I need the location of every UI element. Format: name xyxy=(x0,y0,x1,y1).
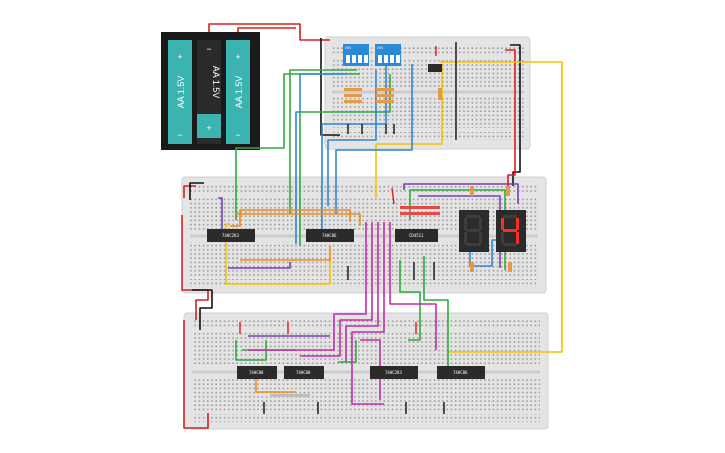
battery-cell-3-sign-bottom: − xyxy=(235,130,240,140)
battery-cell-2-label: AA 1.5V xyxy=(211,66,221,99)
battery-pack[interactable]: AA 1.5V + − AA 1.5V − + AA 1.5V + − xyxy=(161,32,260,150)
magenta-wire-4[interactable] xyxy=(351,222,385,405)
battery-positive-wire[interactable] xyxy=(208,23,330,41)
chip-74hc283-bottom[interactable]: 74HC283 xyxy=(370,366,418,379)
dip-switch-1-label: ON xyxy=(345,45,351,50)
yellow-signal-wire[interactable] xyxy=(440,61,563,353)
magenta-wire-6[interactable] xyxy=(360,339,381,400)
battery-cell-3: AA 1.5V + − xyxy=(226,40,250,144)
dip-switch-2[interactable]: ON xyxy=(375,44,401,66)
power-link-wire[interactable] xyxy=(505,49,516,186)
chip-label: 74HC283 xyxy=(222,233,239,238)
orange-bottom-wire[interactable] xyxy=(255,376,296,393)
magenta-wire-5[interactable] xyxy=(389,222,437,350)
chip-cd4511[interactable]: CD4511 xyxy=(395,229,438,242)
seven-segment-display-left xyxy=(459,210,489,252)
chip-74hc86-bottom[interactable]: 74HC86 xyxy=(437,366,485,379)
left-power-rail-wire[interactable] xyxy=(181,185,209,429)
yellow-chip-wire[interactable] xyxy=(225,223,331,285)
yellow-signal-wire-2[interactable] xyxy=(375,66,443,198)
blue-switch-wire-1[interactable] xyxy=(295,73,347,244)
orange-wire-3[interactable] xyxy=(240,246,331,261)
chip-label: 74HC86 xyxy=(453,370,468,375)
dip-switch-1[interactable]: ON xyxy=(343,44,369,66)
chip-label: 74HC08 xyxy=(249,370,264,375)
chip-label: 74HC08 xyxy=(296,370,311,375)
seven-segment-display-right xyxy=(496,210,526,252)
chip-label: 74HC86 xyxy=(322,233,337,238)
dip-switch-2-label: ON xyxy=(377,45,383,50)
battery-cell-2: AA 1.5V − + xyxy=(197,40,221,144)
chip-74hc08-bottom-1[interactable]: 74HC08 xyxy=(237,366,277,379)
battery-cell-2-sign: − xyxy=(206,44,211,54)
orange-wire-1[interactable] xyxy=(236,213,361,226)
jumper-stubs xyxy=(239,42,457,414)
battery-cell-3-label: AA 1.5V xyxy=(234,76,244,109)
green-link-wire-2[interactable] xyxy=(423,256,449,370)
magenta-wire-2[interactable] xyxy=(300,222,373,357)
green-switch-wire-1[interactable] xyxy=(289,69,357,214)
display-left-segments xyxy=(464,215,482,246)
chip-label: 74HC283 xyxy=(385,370,402,375)
blue-display-wire[interactable] xyxy=(469,226,498,267)
battery-cell-1: AA 1.5V + − xyxy=(168,40,192,144)
resistors xyxy=(270,88,512,397)
battery-cell-3-sign: + xyxy=(235,52,240,62)
purple-display-wire[interactable] xyxy=(403,183,519,204)
battery-lead-wire[interactable] xyxy=(237,27,296,32)
breadboard-bottom xyxy=(183,312,549,430)
battery-cell-1-label: AA 1.5V xyxy=(176,76,186,109)
battery-cell-1-sign-bottom: − xyxy=(177,130,182,140)
chip-label: CD4511 xyxy=(409,233,424,238)
display-right-segments xyxy=(501,215,519,246)
push-button[interactable] xyxy=(428,64,442,72)
green-switch-wire-3[interactable] xyxy=(299,74,391,246)
left-ground-rail-wire[interactable] xyxy=(189,182,213,330)
blue-switch-wire-3[interactable] xyxy=(327,70,377,206)
orange-wire-2[interactable] xyxy=(230,209,351,227)
purple-wire-1[interactable] xyxy=(218,197,223,240)
magenta-wire-3[interactable] xyxy=(345,222,379,362)
chip-74hc08-bottom-2[interactable]: 74HC08 xyxy=(284,366,324,379)
battery-cell-2-sign-bottom: + xyxy=(206,123,211,133)
purple-wire-2[interactable] xyxy=(228,262,291,269)
green-bottom-wire-2[interactable] xyxy=(338,340,357,363)
chip-74hc283-middle[interactable]: 74HC283 xyxy=(207,229,255,242)
chip-74hc86-middle[interactable]: 74HC86 xyxy=(306,229,354,242)
battery-cell-1-sign: + xyxy=(177,52,182,62)
magenta-wire-1[interactable] xyxy=(248,222,367,351)
blue-switch-wire-4[interactable] xyxy=(335,64,413,214)
ground-link-wire[interactable] xyxy=(510,44,521,186)
green-link-wire[interactable] xyxy=(399,260,421,341)
